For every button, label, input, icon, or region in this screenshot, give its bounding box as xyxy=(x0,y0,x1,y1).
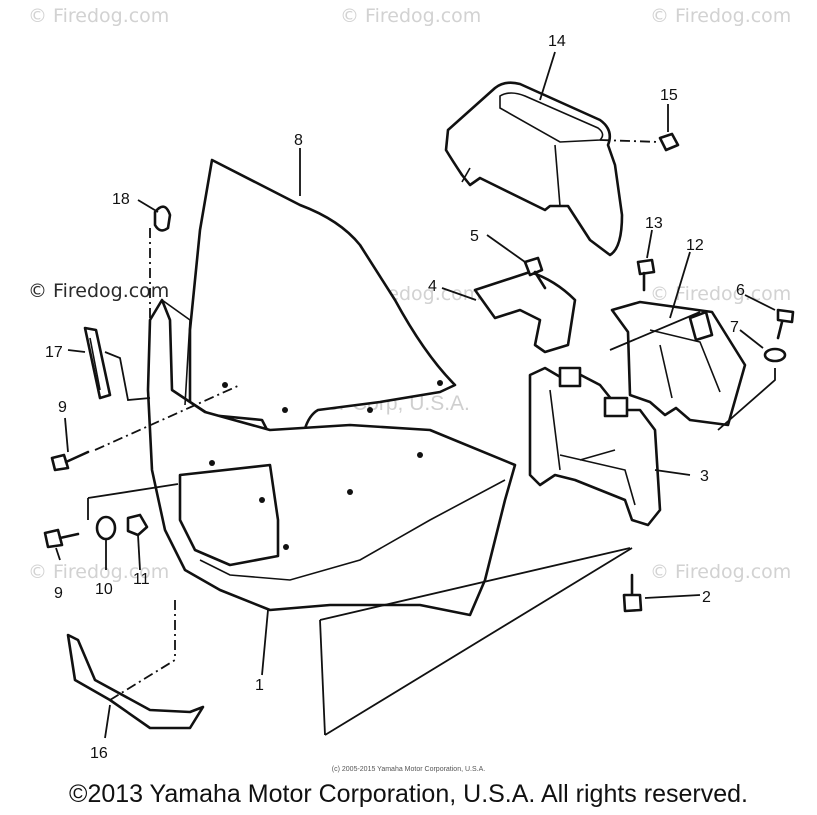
part-5-bolt xyxy=(523,256,547,290)
callout-11: 11 xyxy=(133,571,150,588)
part-1-fairing xyxy=(146,298,517,617)
watermark-top-left: © Firedog.com xyxy=(28,5,169,27)
callout-3: 3 xyxy=(700,468,709,485)
callout-numbers: 1 2 3 4 5 6 7 8 9 9 10 11 12 13 14 15 16… xyxy=(45,33,745,762)
callout-10: 10 xyxy=(95,581,113,598)
part-4-bracket xyxy=(473,270,577,354)
part-15-screw xyxy=(658,132,680,152)
watermark-top-right: © Firedog.com xyxy=(650,5,791,27)
small-copyright-notice: (c) 2005-2015 Yamaha Motor Corporation, … xyxy=(331,766,486,773)
callout-16: 16 xyxy=(90,745,108,762)
callout-8: 8 xyxy=(294,132,303,149)
callout-14: 14 xyxy=(548,33,566,50)
watermark-dark-left: © Firedog.com xyxy=(28,280,169,302)
watermark-top-center: © Firedog.com xyxy=(340,5,481,27)
part-10-collar xyxy=(95,515,117,541)
callout-2: 2 xyxy=(702,589,711,606)
watermark-bottom-right: © Firedog.com xyxy=(650,561,791,583)
part-9-bolt-lower xyxy=(43,528,80,549)
part-12-mount-bracket xyxy=(610,300,747,427)
callout-18: 18 xyxy=(112,191,130,208)
part-13-screw xyxy=(636,258,656,292)
leader-lines xyxy=(55,51,776,739)
callout-7: 7 xyxy=(730,319,739,336)
callout-17: 17 xyxy=(45,344,63,361)
callout-12: 12 xyxy=(686,237,704,254)
part-6-bolt xyxy=(776,308,795,340)
callout-5: 5 xyxy=(470,228,479,245)
part-18-grommet xyxy=(153,205,172,232)
callout-9-upper: 9 xyxy=(58,399,67,416)
part-9-bolt-upper xyxy=(50,450,90,472)
part-17-plate xyxy=(83,326,112,400)
part-16-trim xyxy=(66,633,205,730)
callout-15: 15 xyxy=(660,87,678,104)
part-7-washer xyxy=(763,347,787,363)
callout-6: 6 xyxy=(736,282,745,299)
footer-copyright: ©2013 Yamaha Motor Corporation, U.S.A. A… xyxy=(69,780,748,808)
part-2-bolt xyxy=(622,573,643,613)
watermark-middle-right: © Firedog.com xyxy=(650,283,791,305)
callout-4: 4 xyxy=(428,278,437,295)
part-11-nut xyxy=(126,513,149,537)
callout-13: 13 xyxy=(645,215,663,232)
callout-1: 1 xyxy=(255,677,264,694)
callout-9-lower: 9 xyxy=(54,585,63,602)
